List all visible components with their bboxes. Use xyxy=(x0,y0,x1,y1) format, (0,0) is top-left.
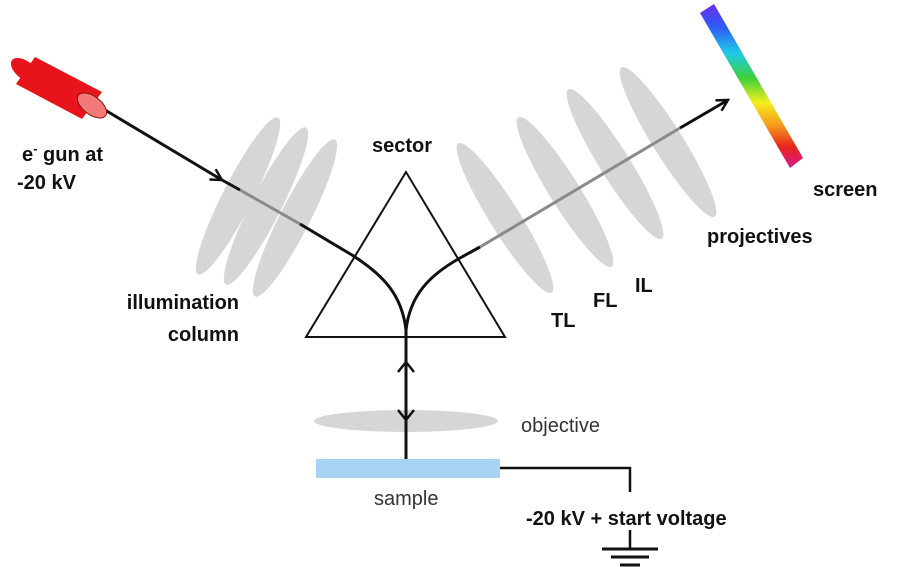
sample-plate xyxy=(316,459,500,478)
voltage-label: -20 kV + start voltage xyxy=(526,508,727,530)
fl-label: FL xyxy=(593,290,617,312)
illumination-lens-3 xyxy=(252,139,338,297)
bias-wire xyxy=(500,466,632,548)
lens-fl xyxy=(516,116,614,268)
gun-label-line2: -20 kV xyxy=(17,172,77,194)
sector-label: sector xyxy=(372,135,432,157)
projective-lenses xyxy=(456,66,717,294)
electron-gun-icon xyxy=(10,57,108,119)
objective-label: objective xyxy=(521,415,600,437)
illumination-lenses xyxy=(195,117,338,297)
sector-triangle xyxy=(304,170,507,338)
screen-bar xyxy=(700,4,803,168)
vertical-beam xyxy=(397,330,415,460)
illumination-label-line2: column xyxy=(168,324,239,346)
ground-symbol-icon xyxy=(602,547,658,567)
lens-il xyxy=(566,88,664,240)
lens-projective xyxy=(619,66,717,218)
lens-tl xyxy=(456,142,554,294)
il-label: IL xyxy=(635,275,653,297)
projectives-label: projectives xyxy=(707,226,813,248)
gun-label-line1: e- gun at xyxy=(22,141,103,166)
incoming-beam xyxy=(94,102,408,331)
illumination-lens-1 xyxy=(195,117,281,275)
screen-label: screen xyxy=(813,179,878,201)
outgoing-beam xyxy=(404,100,728,331)
illumination-label-line1: illumination xyxy=(127,292,239,314)
sample-label: sample xyxy=(374,488,438,510)
tl-label: TL xyxy=(551,310,575,332)
